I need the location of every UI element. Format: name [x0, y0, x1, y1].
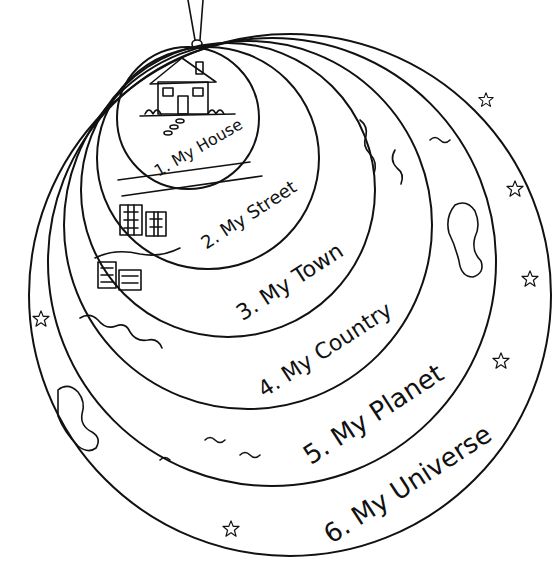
stars: [33, 93, 538, 536]
circle-outline: [97, 47, 319, 269]
circle-node: 1. My House2. My Street: [96, 46, 320, 270]
circle-label: 5. My Planet: [298, 358, 448, 469]
circle-node: 1. My House2. My Street3. My Town: [80, 42, 376, 338]
circle-node: 1. My House: [116, 46, 260, 190]
circle-node: 1. My House2. My Street3. My Town4. My C…: [63, 40, 433, 410]
circle-label: 3. My Town: [232, 239, 348, 326]
circle-outline: [117, 47, 259, 189]
circle-outline: [64, 41, 432, 409]
circle-outline: [81, 43, 375, 337]
circle-outline: [47, 37, 497, 487]
circle-label: 2. My Street: [198, 177, 301, 253]
circle-label: 1. My House: [151, 116, 245, 181]
town-drawing: [95, 248, 180, 290]
circle-node: 1. My House2. My Street3. My Town4. My C…: [28, 33, 552, 557]
planet-continents: [58, 138, 482, 461]
circle-label: 4. My Country: [254, 298, 397, 402]
circle-outline: [48, 38, 496, 486]
hanging-string: [188, 0, 203, 48]
circle-node: 1. My House2. My Street3. My Town4. My C…: [47, 37, 497, 487]
circle-outline: [29, 34, 551, 556]
